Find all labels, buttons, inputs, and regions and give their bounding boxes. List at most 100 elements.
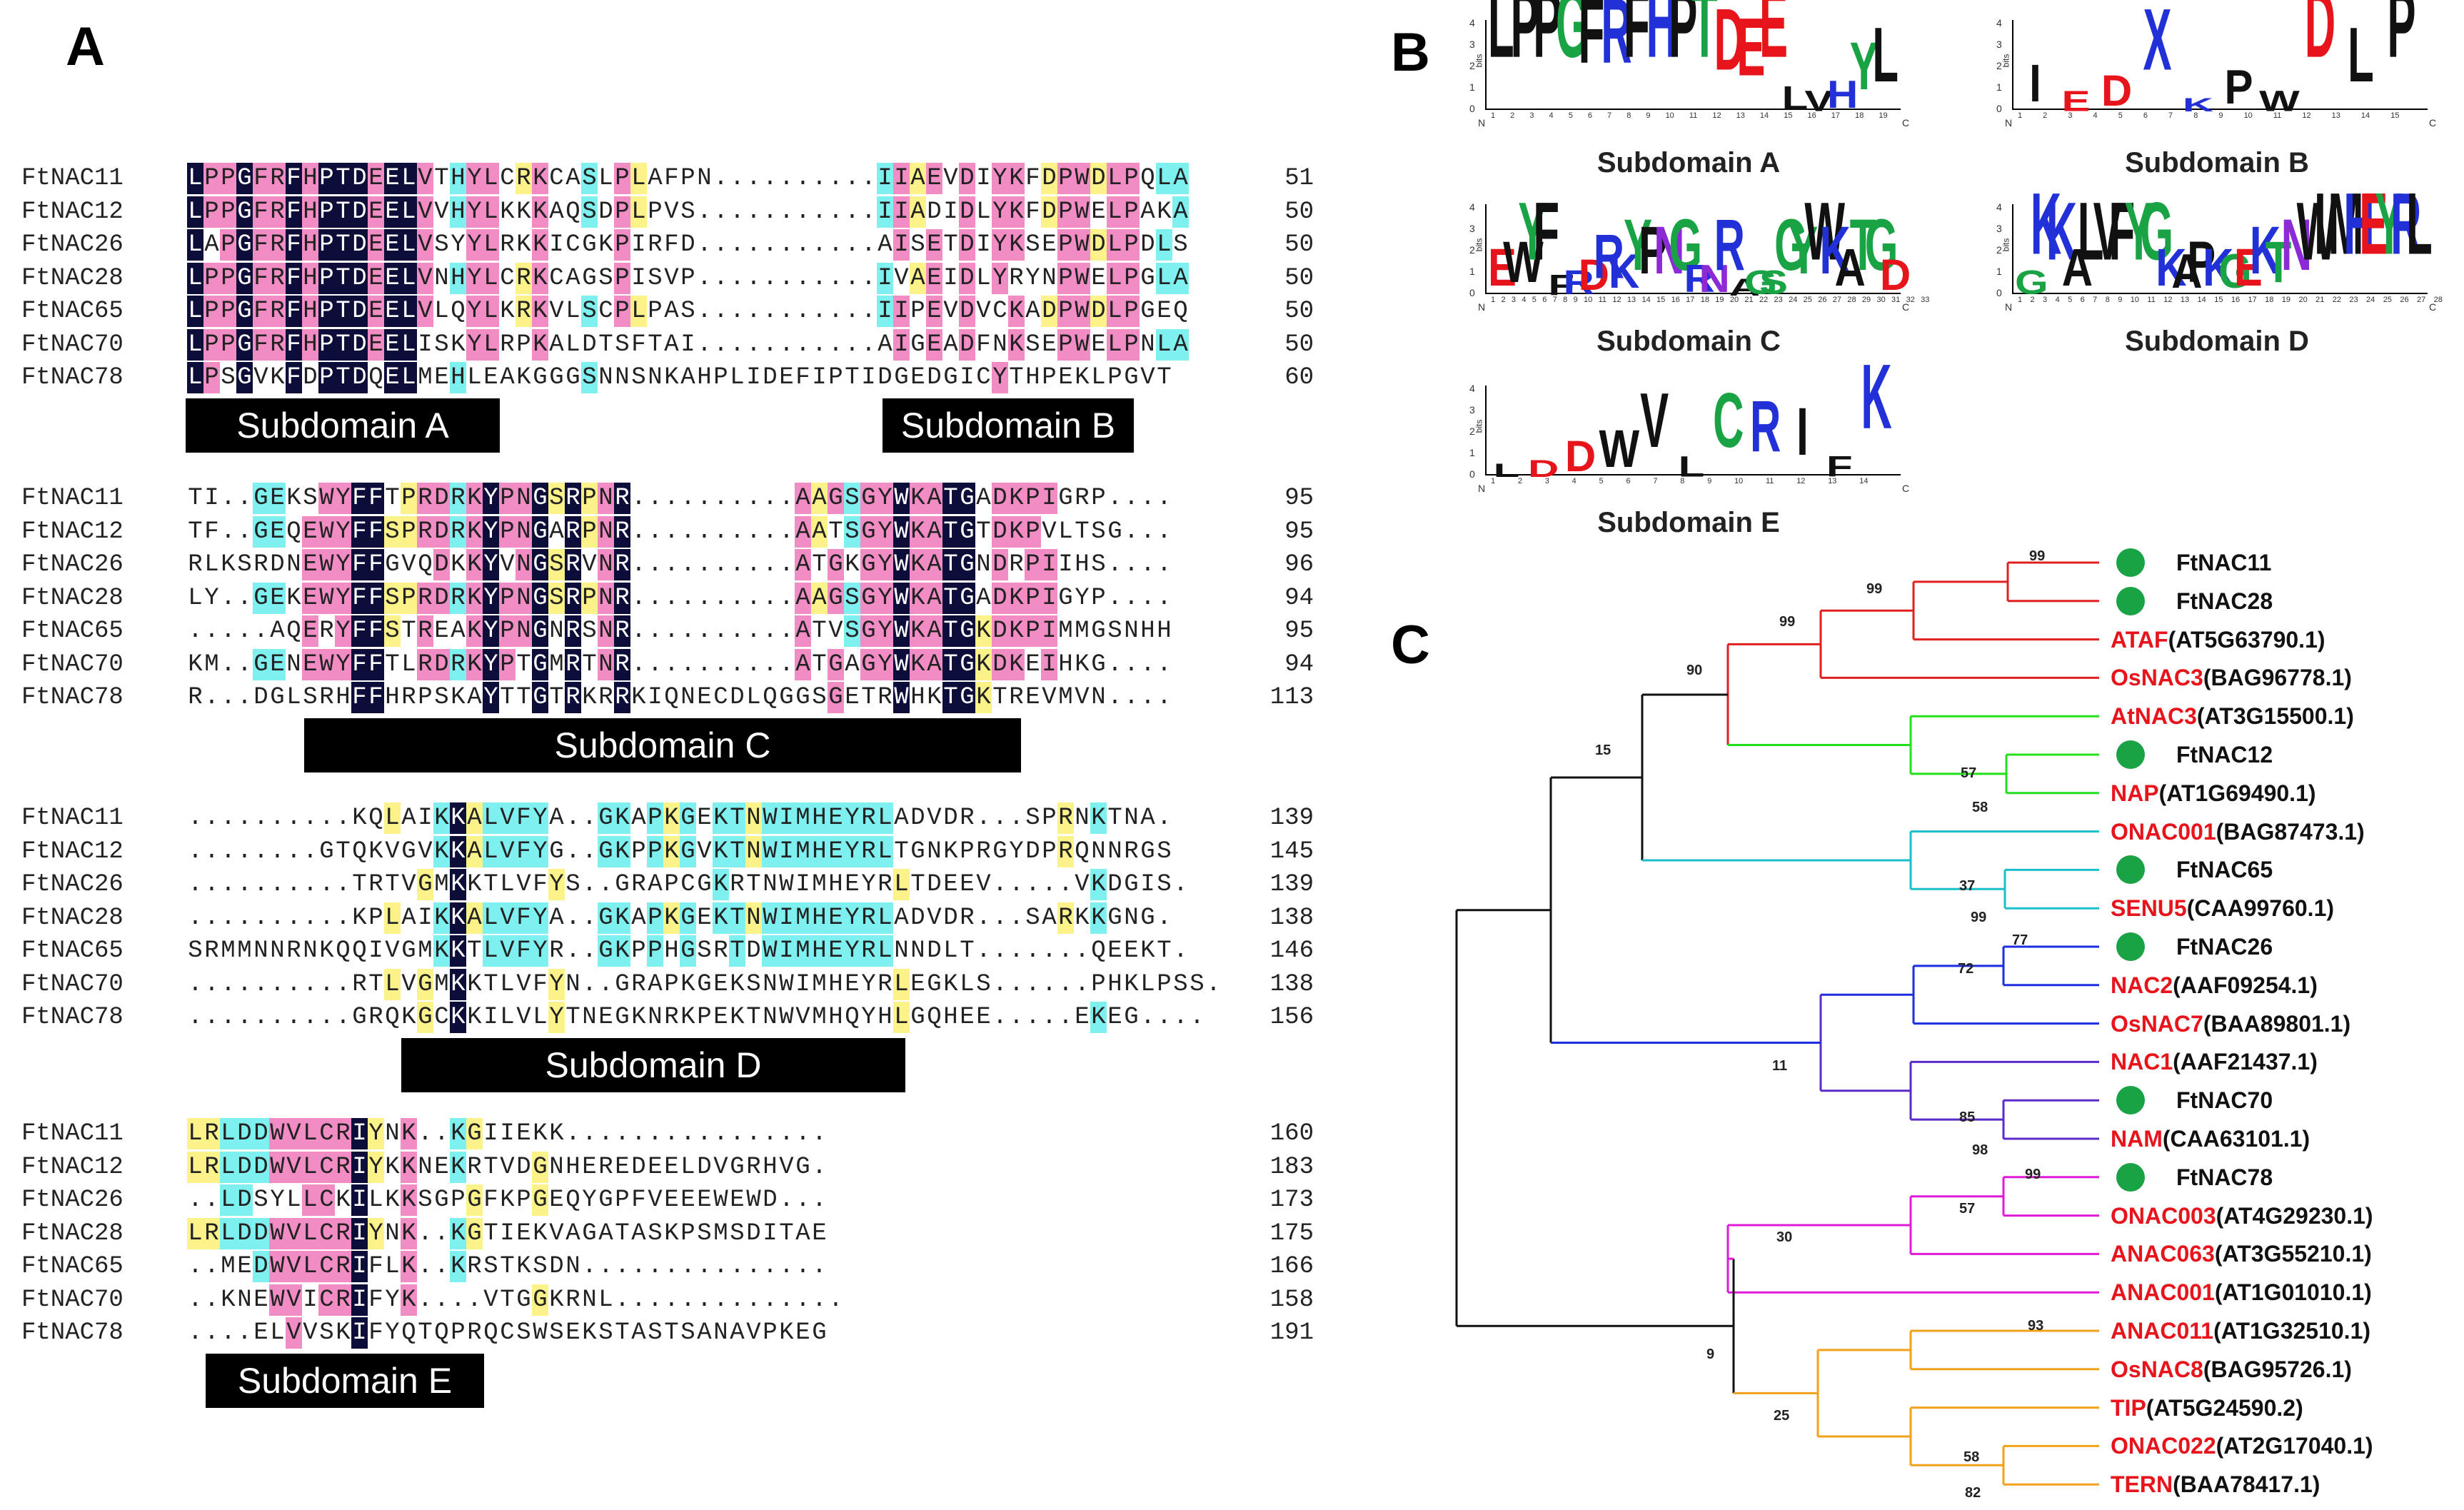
logo-letter: V	[1804, 84, 1834, 118]
tree-leaf-label: SENU5(CAA99760.1)	[2111, 894, 2334, 922]
logo-letter: H	[1646, 0, 1677, 79]
tree-leaf-label: FtNAC26	[2176, 932, 2273, 961]
sequence-name: FtNAC26	[21, 231, 124, 258]
sequence-name: FtNAC12	[21, 198, 124, 226]
leaf-gene-name: NAM	[2111, 1126, 2163, 1152]
residue-count: 60	[1284, 364, 1314, 391]
logo-letter: C	[1713, 376, 1744, 464]
logo-axis	[1485, 20, 1901, 110]
sequence-name: FtNAC70	[21, 331, 124, 358]
logo-letter: F	[1826, 450, 1853, 483]
logo-y-tick: 2	[1996, 60, 2002, 71]
logo-letter: P	[1533, 0, 1562, 79]
logo-axis	[1485, 386, 1901, 475]
logo-y-tick: 3	[1469, 404, 1475, 416]
bootstrap-value: 25	[1774, 1408, 1790, 1424]
leaf-gene-name: NAC2	[2111, 972, 2173, 998]
residue-count: 166	[1269, 1253, 1314, 1280]
leaf-accession: (AT3G55210.1)	[2214, 1241, 2372, 1267]
tree-leaf-label: TIP(AT5G24590.2)	[2111, 1394, 2303, 1422]
logo-letter: L	[1781, 79, 1809, 117]
logo-y-tick: 0	[1469, 287, 1475, 298]
leaf-gene-name: TERN	[2111, 1471, 2173, 1498]
bootstrap-value: 30	[1776, 1229, 1793, 1245]
bootstrap-value: 58	[1972, 800, 1988, 815]
tree-leaf-label: OsNAC7(BAA89801.1)	[2111, 1010, 2350, 1038]
subdomain-d-label: Subdomain D	[401, 1038, 905, 1092]
logo-y-tick: 0	[1469, 468, 1475, 480]
logo-letter: D	[2304, 0, 2336, 79]
logo-axis	[1485, 204, 1901, 294]
residue-count: 94	[1284, 650, 1314, 678]
logo-letter: K	[1608, 244, 1640, 298]
subdomain-c-label: Subdomain C	[304, 718, 1021, 772]
residue-count: 138	[1269, 904, 1314, 932]
tree-leaf-label: NAM(CAA63101.1)	[2111, 1124, 2310, 1153]
leaf-gene-name: ANAC011	[2111, 1318, 2214, 1344]
leaf-gene-name: FtNAC12	[2176, 742, 2273, 767]
leaf-accession: (AT1G01010.1)	[2214, 1279, 2372, 1306]
logo-position-ticks: 1 2 3 4 5 6 7 8 9 10 11 12 13 14 15 16 1…	[2018, 296, 2443, 304]
logo-y-tick: 0	[1996, 287, 2002, 298]
residue-count: 51	[1284, 165, 1314, 192]
logo-y-tick: 2	[1469, 60, 1475, 71]
sequence-name: FtNAC28	[21, 584, 124, 612]
tree-leaf-label: FtNAC12	[2176, 740, 2273, 769]
leaf-gene-name: NAC1	[2111, 1049, 2173, 1075]
logo-position-ticks: 1 2 3 4 5 6 7 8 9 10 11 12 13 14	[1491, 477, 1869, 485]
leaf-gene-name: OsNAC8	[2111, 1356, 2203, 1382]
logo-letter: P	[2224, 60, 2253, 114]
logo-letter: K	[1819, 212, 1851, 288]
phylogenetic-tree	[1455, 561, 2099, 1486]
sequence-name: FtNAC70	[21, 970, 124, 998]
logo-letter: N	[1699, 257, 1730, 301]
leaf-gene-name: AtNAC3	[2111, 703, 2197, 730]
logo-letter: D	[1578, 251, 1609, 300]
logo-letter: R	[1593, 221, 1625, 293]
leaf-accession: (AT3G15500.1)	[2196, 703, 2354, 730]
logo-letter: K	[2030, 175, 2062, 273]
species-marker-dot	[2116, 855, 2145, 885]
leaf-gene-name: SENU5	[2111, 895, 2187, 922]
logo-letter: A	[2061, 237, 2093, 297]
logo-letter: R	[1749, 386, 1781, 467]
bootstrap-value: 99	[2029, 548, 2046, 564]
logo-letter: I	[2029, 53, 2041, 113]
leaf-gene-name: TIP	[2111, 1394, 2146, 1421]
leaf-accession: (AAF21437.1)	[2173, 1049, 2318, 1075]
logo-letter: T	[1691, 0, 1718, 79]
bootstrap-value: 90	[1686, 663, 1703, 678]
residue-count: 50	[1284, 331, 1314, 358]
leaf-gene-name: FtNAC70	[2176, 1087, 2273, 1114]
logo-y-label: bits	[2001, 238, 2011, 252]
logo-y-label: bits	[2001, 54, 2011, 68]
logo-letter: F	[1624, 0, 1650, 79]
sequence-name: FtNAC28	[21, 1219, 124, 1247]
sequence-name: FtNAC11	[21, 1120, 124, 1147]
sequence-name: FtNAC12	[21, 518, 124, 545]
leaf-gene-name: FtNAC78	[2176, 1164, 2273, 1190]
sequence-name: FtNAC28	[21, 904, 124, 932]
logo-letter: K	[2046, 185, 2078, 278]
leaf-accession: (AT2G17040.1)	[2216, 1433, 2373, 1459]
bootstrap-value: 99	[2025, 1167, 2041, 1182]
bootstrap-value: 57	[1959, 1201, 1976, 1217]
logo-letter: R	[1563, 263, 1594, 301]
logo-letter: E	[1488, 237, 1517, 297]
sequence-name: FtNAC65	[21, 1253, 124, 1280]
logo-position-ticks: 1 2 3 4 5 6 7 8 9 10 11 12 13 14 15 16 1…	[1491, 296, 1930, 304]
logo-n-terminus: N	[2005, 117, 2013, 129]
bootstrap-value: 82	[1965, 1485, 1981, 1501]
logo-letter: F	[1533, 185, 1559, 278]
leaf-gene-name: FtNAC11	[2176, 550, 2272, 575]
logo-letter: G	[1744, 263, 1778, 301]
logo-letter: G	[1864, 204, 1899, 286]
